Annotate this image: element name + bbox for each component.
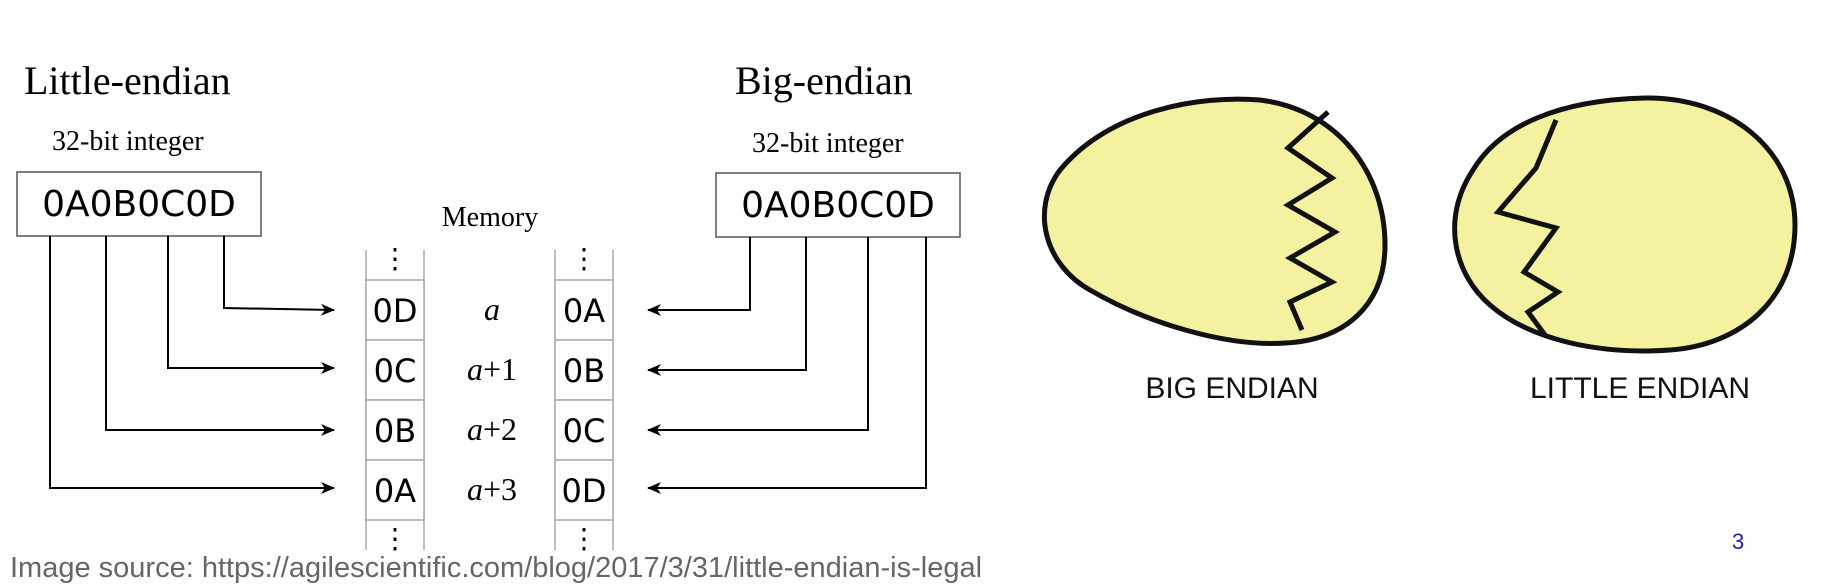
ellipsis-icon: ⋮ bbox=[381, 242, 409, 275]
egg-icon bbox=[1452, 95, 1798, 354]
little-endian-caption: LITTLE ENDIAN bbox=[1530, 372, 1750, 405]
egg-icon bbox=[1042, 96, 1388, 346]
big-endian-memory-column: ⋮ 0A 0B 0C 0D ⋮ bbox=[554, 242, 614, 555]
crack-icon bbox=[1283, 110, 1341, 331]
little-endian-integer-box bbox=[16, 171, 262, 237]
big-endian-egg-illustration: BIG ENDIAN bbox=[1042, 96, 1388, 405]
little-endian-title: Little-endian bbox=[24, 58, 231, 103]
big-endian-caption: BIG ENDIAN bbox=[1145, 372, 1318, 405]
little-endian-subtitle: 32-bit integer bbox=[52, 126, 204, 157]
arrow-byte-0C bbox=[167, 236, 335, 374]
arrow-byte-0D bbox=[223, 236, 335, 316]
little-endian-byte: 0D bbox=[373, 292, 418, 330]
big-endian-integer-box bbox=[715, 172, 961, 238]
little-endian-egg-illustration: LITTLE ENDIAN bbox=[1452, 95, 1798, 405]
arrow-byte-0C bbox=[647, 237, 869, 436]
memory-cell bbox=[554, 459, 614, 521]
big-endian-byte: 0A bbox=[563, 292, 605, 330]
address-label: a bbox=[484, 291, 500, 327]
little-endian-memory-column: ⋮ 0D 0C 0B 0A ⋮ bbox=[365, 242, 425, 555]
memory-cell bbox=[554, 279, 614, 341]
address-label: a+3 bbox=[467, 471, 517, 507]
arrow-byte-0A bbox=[647, 237, 751, 316]
memory-cell bbox=[365, 339, 425, 401]
image-source-caption: Image source: https://agilescientific.co… bbox=[10, 552, 983, 584]
address-label: a+2 bbox=[467, 411, 517, 447]
arrow-byte-0D bbox=[647, 237, 927, 494]
arrow-byte-0B bbox=[105, 236, 335, 436]
crack-icon bbox=[1493, 119, 1563, 337]
memory-cell bbox=[554, 399, 614, 461]
memory-cell bbox=[365, 459, 425, 521]
big-endian-byte: 0C bbox=[563, 412, 606, 450]
ellipsis-icon: ⋮ bbox=[570, 242, 598, 275]
big-endian-subtitle: 32-bit integer bbox=[752, 128, 904, 159]
ellipsis-icon: ⋮ bbox=[570, 522, 598, 555]
big-endian-byte: 0D bbox=[562, 472, 607, 510]
memory-cell bbox=[365, 399, 425, 461]
little-endian-integer-value: 0A0B0C0D bbox=[42, 184, 236, 225]
little-endian-byte: 0B bbox=[374, 412, 416, 450]
page-number: 3 bbox=[1732, 529, 1745, 554]
arrow-byte-0B bbox=[647, 237, 807, 376]
little-endian-byte: 0C bbox=[374, 352, 417, 390]
ellipsis-icon: ⋮ bbox=[381, 522, 409, 555]
big-endian-integer-value: 0A0B0C0D bbox=[741, 185, 935, 226]
big-endian-arrows bbox=[647, 237, 927, 494]
little-endian-arrows bbox=[49, 236, 335, 494]
memory-cell bbox=[365, 279, 425, 341]
big-endian-byte: 0B bbox=[563, 352, 605, 390]
arrow-byte-0A bbox=[49, 236, 335, 494]
memory-cell bbox=[554, 339, 614, 401]
address-label: a+1 bbox=[467, 351, 517, 387]
memory-label: Memory bbox=[442, 202, 538, 233]
little-endian-byte: 0A bbox=[374, 472, 416, 510]
big-endian-title: Big-endian bbox=[735, 58, 913, 103]
address-labels: a a+1 a+2 a+3 bbox=[467, 291, 517, 507]
